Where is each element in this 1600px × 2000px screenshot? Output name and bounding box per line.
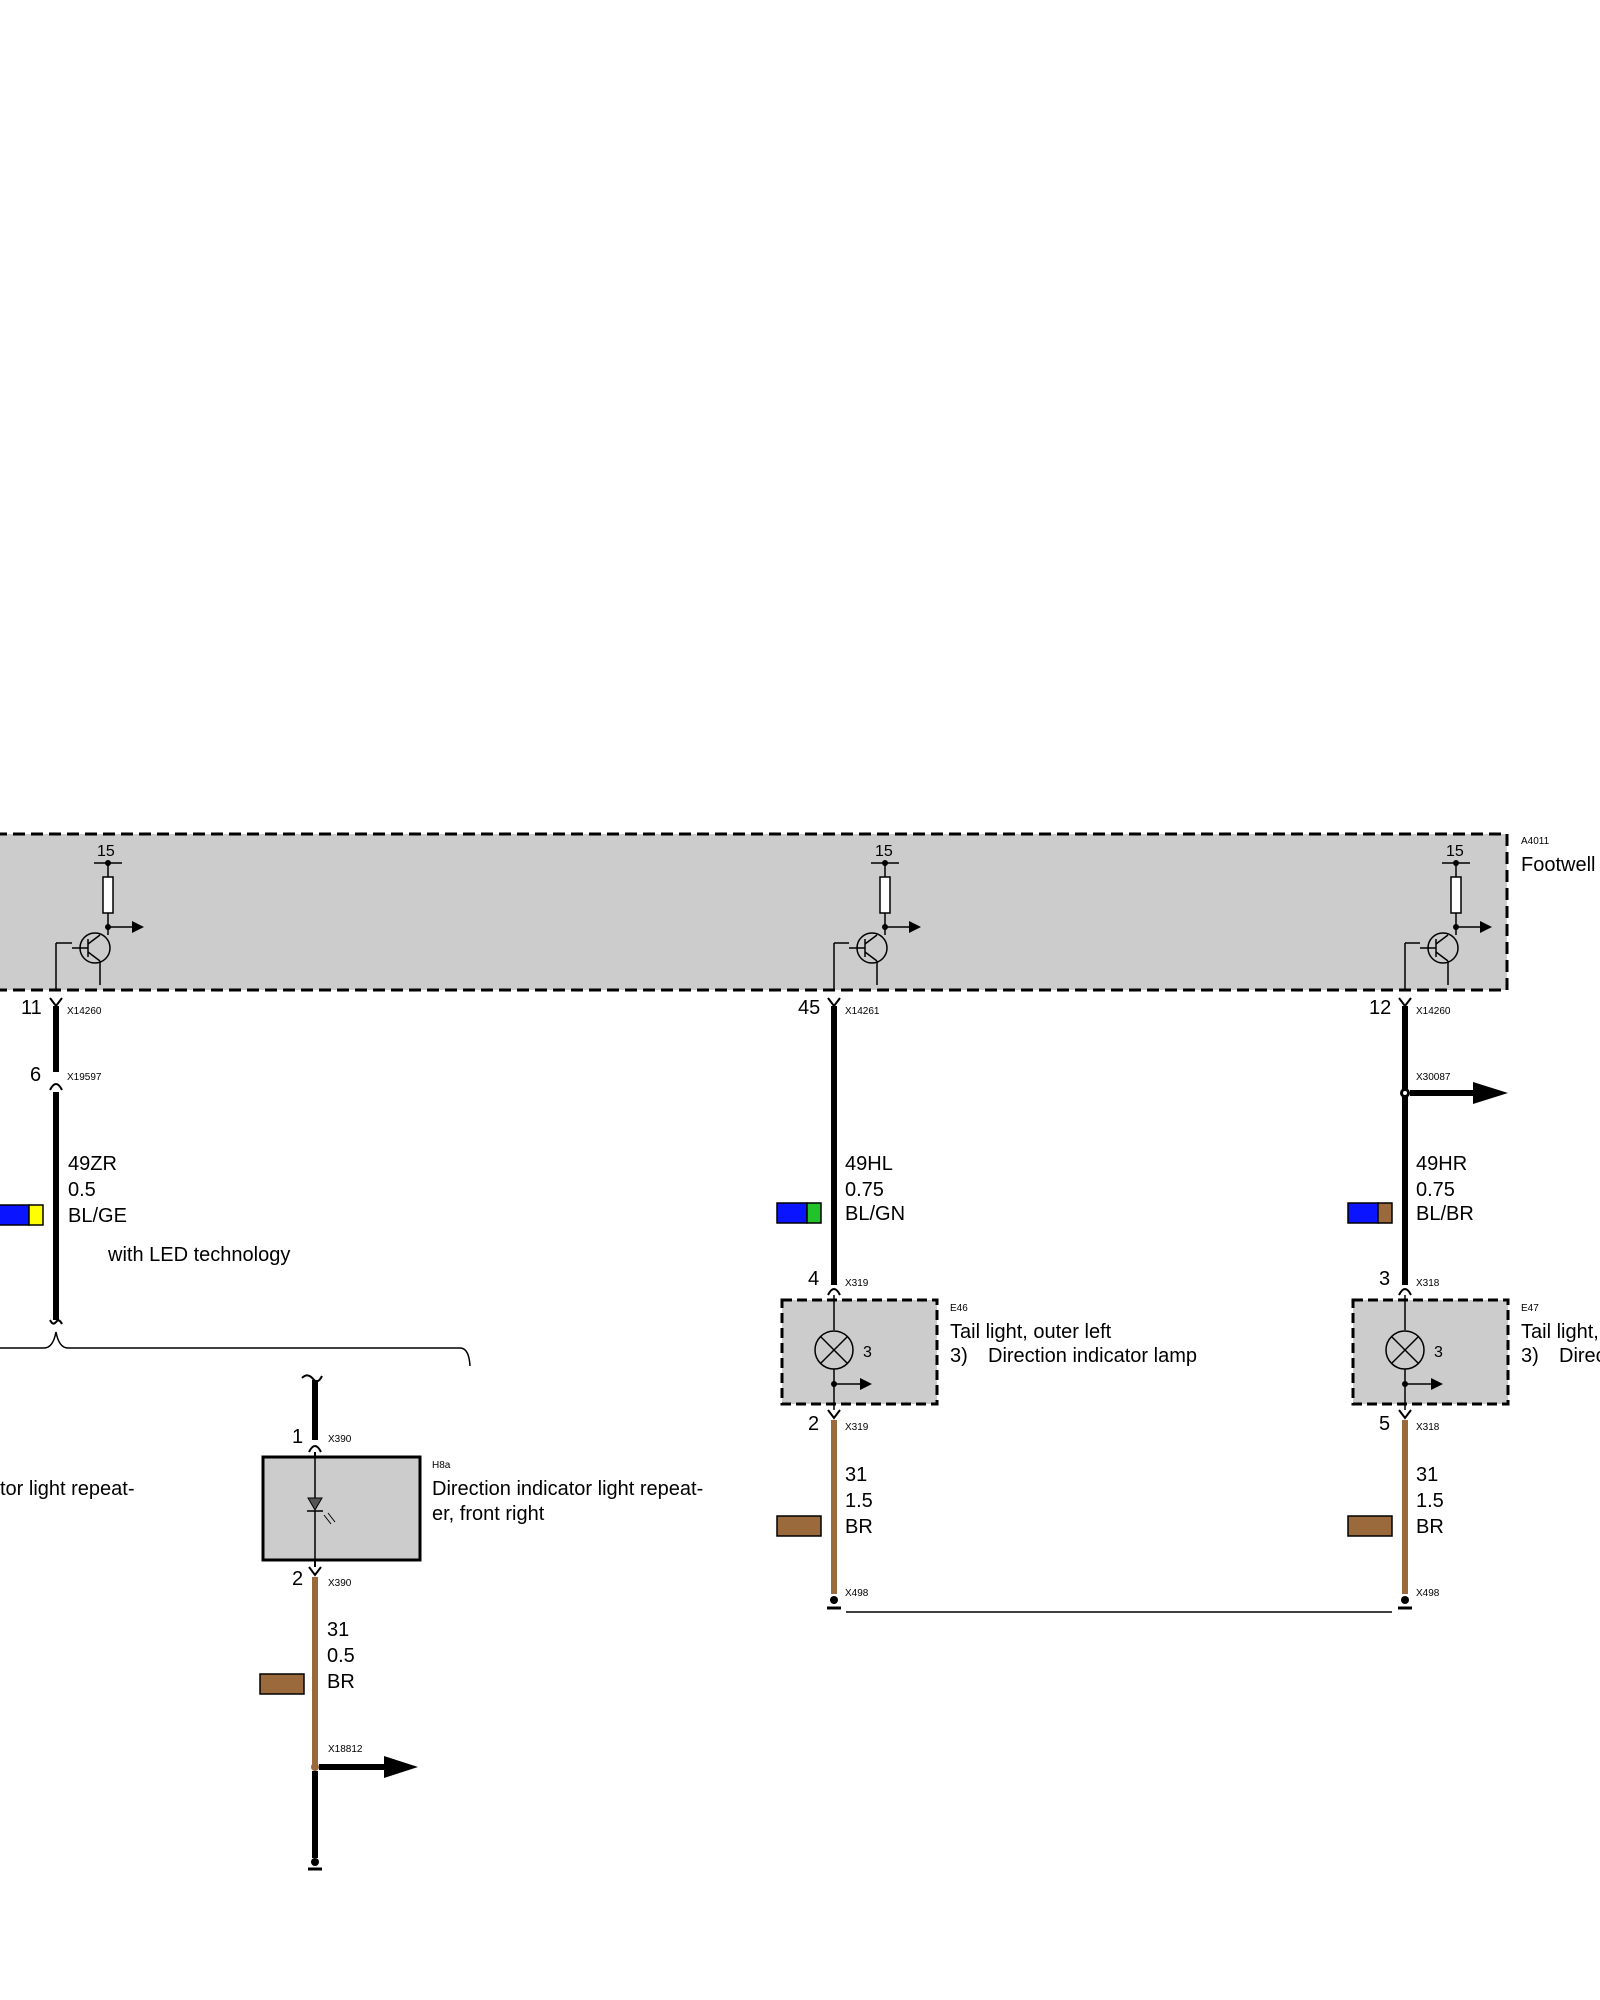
wire-size: 1.5 [845, 1490, 873, 1512]
wire-size: 1.5 [1416, 1490, 1444, 1512]
pin-label: 12 [1369, 997, 1391, 1019]
connector-label: X14260 [1416, 1006, 1451, 1017]
wire-signal: 49ZR [68, 1153, 117, 1175]
pin-label: 3 [1379, 1268, 1390, 1290]
output-stage-2: 15 [833, 843, 921, 990]
connector-label: X14260 [67, 1006, 102, 1017]
connector-label: X19597 [67, 1072, 102, 1083]
wire-color-swatch-blue [1347, 1202, 1379, 1224]
wire-color-swatch-brown [1377, 1202, 1393, 1224]
wire-31-left [827, 1404, 841, 1610]
component-label: Tail light, [1521, 1321, 1599, 1343]
wire-color-swatch-brown [1347, 1515, 1393, 1537]
wire-color-code: BL/GN [845, 1203, 905, 1225]
item-number: 3) [1521, 1345, 1539, 1367]
item-text: Direc [1559, 1345, 1600, 1367]
component-label: er, front right [432, 1503, 545, 1525]
component-id: E46 [950, 1303, 968, 1314]
wire-color-swatch-brown [259, 1673, 305, 1695]
h8a-component-box [261, 1455, 422, 1562]
terminal-15-label: 15 [875, 843, 893, 860]
wire-color-code: BR [327, 1671, 355, 1693]
component-id: E47 [1521, 1303, 1539, 1314]
component-label: Tail light, outer left [950, 1321, 1112, 1343]
wire-49zr [49, 997, 63, 1325]
resistor-icon [1450, 876, 1462, 914]
wire-size: 0.75 [845, 1179, 884, 1201]
led-icon [307, 1457, 336, 1560]
lamp-ref: 3 [863, 1344, 872, 1361]
e47-component-box [1351, 1298, 1510, 1406]
item-number: 3) [950, 1345, 968, 1367]
pin-label: 4 [808, 1268, 819, 1290]
lamp-icon [814, 1300, 872, 1404]
wire-color-code: BR [1416, 1516, 1444, 1538]
pin-label: 11 [21, 997, 42, 1019]
led-technology-note: with LED technology [107, 1244, 290, 1266]
pin-label: 2 [292, 1568, 303, 1590]
lamp-ref: 3 [1434, 1344, 1443, 1361]
terminal-15-label: 15 [1446, 843, 1464, 860]
wire-size: 0.75 [1416, 1179, 1455, 1201]
wire-color-code: BL/BR [1416, 1203, 1474, 1225]
wire-49hr [1398, 997, 1508, 1300]
pin-label: 2 [808, 1413, 819, 1435]
wire-h8a [301, 1374, 418, 1871]
lamp-icon [1385, 1300, 1443, 1404]
wire-signal: 49HL [845, 1153, 893, 1175]
item-text: Direction indicator lamp [988, 1345, 1197, 1367]
ground-label: X498 [845, 1588, 869, 1599]
wire-31-right [1398, 1404, 1412, 1610]
connector-label: X318 [1416, 1422, 1440, 1433]
wire-color-code: BL/GE [68, 1205, 127, 1227]
footwell-module-box [0, 832, 1509, 992]
connector-label: X390 [328, 1578, 352, 1589]
wire-color-swatch-yellow [28, 1204, 44, 1226]
resistor-icon [879, 876, 891, 914]
wire-signal: 31 [327, 1619, 349, 1641]
module-id: A4011 [1521, 836, 1550, 847]
splice-label: X30087 [1416, 1072, 1451, 1083]
wire-color-code: BR [845, 1516, 873, 1538]
output-stage-3: 15 [1404, 843, 1492, 990]
component-label: Direction indicator light repeat- [432, 1478, 703, 1500]
connector-label: X319 [845, 1278, 869, 1289]
splice-label: X18812 [328, 1744, 363, 1755]
connector-label: X319 [845, 1422, 869, 1433]
resistor-icon [102, 876, 114, 914]
wire-signal: 31 [1416, 1464, 1438, 1486]
wire-size: 0.5 [68, 1179, 96, 1201]
wire-signal: 31 [845, 1464, 867, 1486]
wire-49hl [827, 997, 841, 1300]
repeater-left-label: tor light repeat- [0, 1478, 135, 1500]
wire-color-swatch-blue [0, 1204, 30, 1226]
wire-color-swatch-green [806, 1202, 822, 1224]
pin-label: 6 [30, 1064, 41, 1086]
wire-signal: 49HR [1416, 1153, 1467, 1175]
connector-label: X318 [1416, 1278, 1440, 1289]
variant-brace [0, 1331, 471, 1367]
output-stage-1: 15 [55, 843, 144, 990]
connector-label: X390 [328, 1434, 352, 1445]
component-id: H8a [432, 1460, 451, 1471]
wire-color-swatch-brown [776, 1515, 822, 1537]
connector-label: X14261 [845, 1006, 880, 1017]
wire-size: 0.5 [327, 1645, 355, 1667]
ground-label: X498 [1416, 1588, 1440, 1599]
pin-label: 5 [1379, 1413, 1390, 1435]
module-label: Footwell [1521, 854, 1595, 876]
wire-color-swatch-blue [776, 1202, 808, 1224]
pin-label: 1 [292, 1426, 303, 1448]
terminal-15-label: 15 [97, 843, 115, 860]
e46-component-box [780, 1298, 939, 1406]
pin-label: 45 [798, 997, 820, 1019]
